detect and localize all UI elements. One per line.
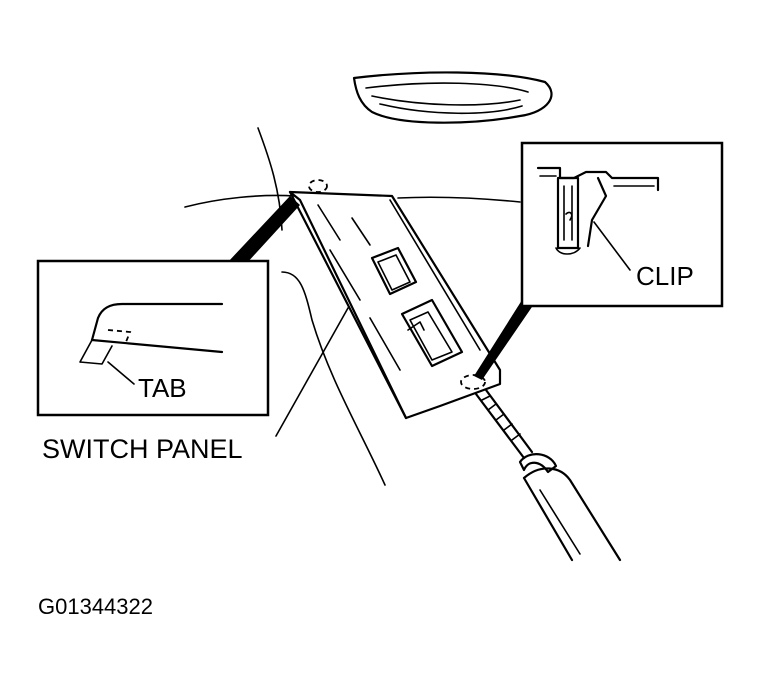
tab-location-marker [308,179,328,193]
tab-detail-inset: TAB [36,259,270,417]
lower-switch-button [400,298,464,368]
upper-switch-button [370,246,418,296]
tab-inset-leader [228,196,300,264]
screwdriver-icon [474,388,622,562]
tab-label: TAB [138,373,187,403]
figure-id: G01344322 [38,594,153,619]
clip-inset-leader [474,300,534,380]
steering-wheel-outline [352,71,553,124]
clip-label: CLIP [636,261,694,291]
clip-location-marker [460,374,486,390]
switch-panel-label: SWITCH PANEL [42,434,243,464]
switch-panel [288,179,502,420]
switch-panel-leader [275,307,349,437]
clip-detail-inset: CLIP [520,141,724,308]
